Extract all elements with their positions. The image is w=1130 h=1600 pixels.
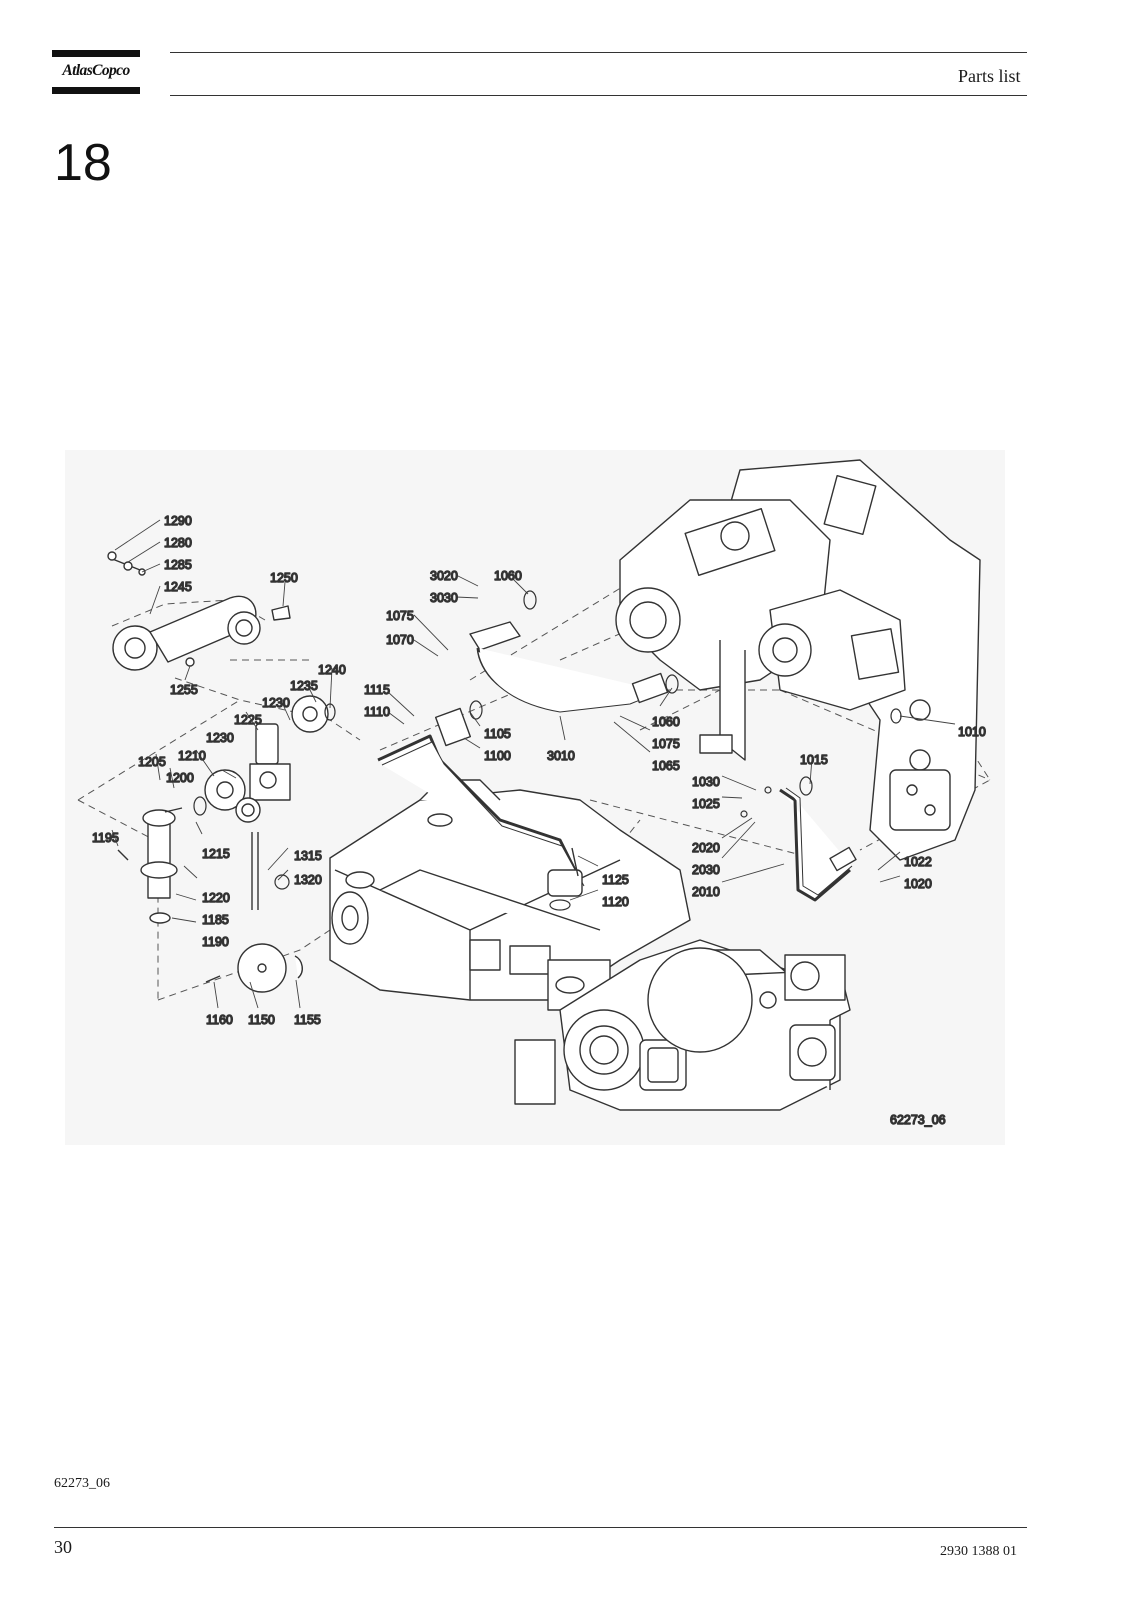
callout-label: 1245	[164, 580, 192, 594]
document-number: 2930 1388 01	[940, 1544, 1017, 1559]
callout-label: 2030	[692, 863, 720, 877]
callout-label: 1205	[138, 755, 166, 769]
section-title: Parts list	[958, 66, 1021, 86]
callout-label: 1200	[166, 771, 194, 785]
logo-wordmark: AtlasCopco	[62, 62, 130, 79]
callout-label: 1225	[234, 713, 262, 727]
callout-label: 1250	[270, 571, 298, 585]
pipe-2010	[779, 787, 857, 902]
callout-label: 3020	[430, 569, 458, 583]
footer-rule	[54, 1527, 1027, 1528]
pipe-3010	[377, 621, 669, 897]
callout-label: 1160	[206, 1013, 233, 1027]
callout-label: 1120	[602, 895, 629, 909]
callout-label: 1215	[202, 847, 230, 861]
callout-label: 3010	[547, 749, 575, 763]
callout-label: 1075	[386, 609, 414, 623]
callout-label: 1060	[652, 715, 680, 729]
o-rings	[193, 590, 902, 911]
callout-label: 1105	[484, 727, 511, 741]
callout-label: 1100	[484, 749, 511, 763]
header-bottom-rule	[170, 95, 1027, 96]
atlas-copco-logo: AtlasCopco	[52, 50, 140, 94]
callout-label: 1285	[164, 558, 192, 572]
logo-top-bar	[52, 50, 140, 57]
valve-1225	[204, 695, 329, 910]
chapter-number: 18	[54, 134, 112, 192]
callout-label: 1015	[800, 753, 828, 767]
callout-label: 1030	[692, 775, 720, 789]
callout-label: 1150	[248, 1013, 275, 1027]
callout-label: 1070	[386, 633, 414, 647]
drive-casing	[559, 939, 851, 1111]
callout-label: 1320	[294, 873, 322, 887]
callout-label: 1060	[494, 569, 522, 583]
callout-label: 1185	[202, 913, 229, 927]
drawing-id-label: 62273_06	[890, 1113, 946, 1127]
callout-label: 1230	[262, 696, 290, 710]
pipe-1245	[107, 551, 291, 671]
callout-label: 1110	[364, 705, 390, 719]
callout-label: 1190	[202, 935, 229, 949]
callout-label: 1290	[164, 514, 192, 528]
callout-label: 3030	[430, 591, 458, 605]
callout-labels: 1290 1280 1285 1245 1250 1255 3020 3030 …	[91, 513, 986, 1127]
callout-leader-lines	[111, 519, 956, 1009]
callout-label: 1210	[178, 749, 206, 763]
callout-label: 1020	[904, 877, 932, 891]
compressor-element-housing	[615, 459, 981, 861]
callout-label: 1155	[294, 1013, 321, 1027]
callout-label: 1022	[904, 855, 932, 869]
figure-reference: 62273_06	[54, 1476, 110, 1491]
callout-label: 1125	[602, 873, 629, 887]
header-top-rule	[170, 52, 1027, 53]
callout-label: 1075	[652, 737, 680, 751]
callout-label: 1255	[170, 683, 198, 697]
callout-label: 1280	[164, 536, 192, 550]
stand-pipe-1185	[117, 807, 183, 924]
callout-label: 1315	[294, 849, 322, 863]
callout-label: 1115	[364, 683, 390, 697]
cover-1150	[205, 943, 303, 993]
parts-drawing: 1290 1280 1285 1245 1250 1255 3020 3030 …	[65, 450, 1005, 1145]
callout-label: 1220	[202, 891, 230, 905]
callout-label: 1230	[206, 731, 234, 745]
callout-label: 1235	[290, 679, 318, 693]
callout-label: 1010	[958, 725, 986, 739]
callout-label: 1240	[318, 663, 346, 677]
page-number: 30	[54, 1537, 72, 1557]
callout-label: 1025	[692, 797, 720, 811]
main-body-tank	[329, 779, 691, 1105]
callout-label: 1065	[652, 759, 680, 773]
callout-label: 2020	[692, 841, 720, 855]
logo-bottom-bar	[52, 87, 140, 94]
callout-label: 2010	[692, 885, 720, 899]
callout-label: 1195	[92, 831, 119, 845]
